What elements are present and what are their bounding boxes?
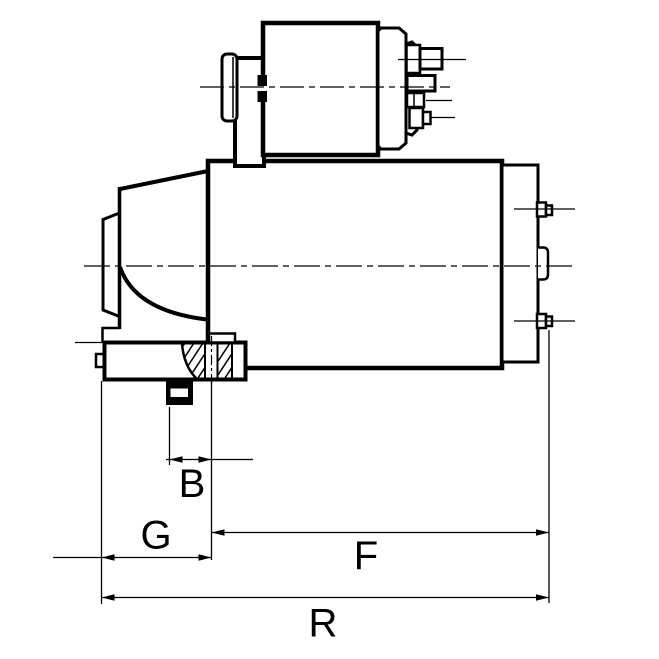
solenoid-assembly bbox=[200, 20, 466, 168]
arrow-r-right bbox=[536, 594, 549, 601]
terminal-stud2-nub bbox=[421, 110, 432, 126]
dimension-b: B bbox=[166, 456, 253, 506]
dim-label-g: G bbox=[140, 514, 171, 558]
solenoid-cap-step1 bbox=[376, 26, 408, 151]
drive-end-housing bbox=[101, 169, 209, 343]
main-motor-housing bbox=[205, 158, 505, 371]
solenoid-plunger-slot bbox=[256, 86, 269, 91]
arrow-g-left bbox=[101, 554, 115, 561]
dimension-r: R bbox=[101, 594, 549, 646]
arrow-r-left bbox=[101, 594, 115, 601]
arrow-b-right bbox=[198, 456, 212, 463]
dimension-g: G bbox=[53, 514, 212, 561]
mounting-flange bbox=[75, 332, 248, 405]
dimension-f: F bbox=[211, 529, 549, 578]
rear-stud-top-nub bbox=[544, 204, 554, 217]
dim-label-f: F bbox=[354, 534, 378, 578]
drive-housing-top-slope bbox=[119, 169, 209, 191]
arrow-b-left bbox=[169, 456, 183, 463]
solenoid-bracket bbox=[233, 56, 266, 168]
rear-end-cap bbox=[500, 163, 575, 364]
dimension-annotations: B F G R bbox=[53, 330, 550, 646]
pinion-housing-curve bbox=[118, 266, 208, 322]
dim-label-b: B bbox=[179, 462, 206, 506]
arrow-g-right bbox=[198, 554, 212, 561]
solenoid-cylinder bbox=[260, 20, 381, 158]
terminal-stud1 bbox=[405, 91, 426, 109]
arrow-f-left bbox=[211, 529, 225, 536]
terminal-mid-block bbox=[405, 74, 437, 93]
flange-top-step bbox=[207, 332, 237, 344]
rear-bearing-boss bbox=[538, 246, 550, 281]
terminal-top-stud bbox=[418, 47, 444, 71]
terminal-stud2 bbox=[408, 106, 425, 130]
flange-bottom-tab-slot bbox=[170, 388, 188, 397]
drive-housing-foot-step bbox=[101, 326, 120, 343]
dim-label-r: R bbox=[309, 602, 338, 646]
rear-cap-outline bbox=[500, 163, 540, 364]
drive-housing-nose bbox=[101, 211, 121, 318]
flange-outline bbox=[102, 340, 248, 382]
hatch-right bbox=[218, 344, 232, 378]
motor-yoke-outline bbox=[205, 158, 505, 371]
arrow-f-right bbox=[536, 529, 549, 536]
